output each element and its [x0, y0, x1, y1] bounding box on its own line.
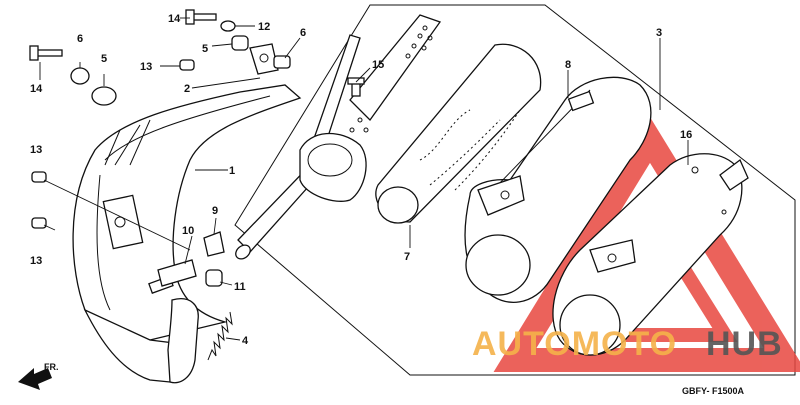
watermark-text-automoto: AUTOMOTO — [472, 325, 677, 363]
perforations — [349, 25, 433, 133]
collar-11 — [205, 269, 223, 287]
collar-6-left — [70, 67, 90, 85]
label-16: 16 — [680, 129, 692, 141]
bracket-2 — [249, 43, 279, 75]
muffler-body — [464, 76, 652, 303]
grommet-5-left — [91, 86, 117, 106]
label-11: 11 — [234, 281, 246, 293]
grommet-5-top — [231, 35, 249, 51]
muffler-outer-shell — [552, 153, 749, 356]
washer-12 — [220, 20, 236, 32]
hardware — [29, 9, 291, 361]
bolt-13-bottom — [31, 217, 47, 229]
spring-4 — [207, 311, 233, 361]
front-marker-text: FR. — [44, 362, 59, 372]
label-6-right: 6 — [300, 27, 306, 39]
bolt-13-top — [179, 59, 195, 71]
muffler-group-outline — [234, 4, 796, 376]
bracket-9 — [203, 231, 225, 257]
watermark-text-hub: HUB — [706, 325, 783, 363]
front-direction-arrow — [18, 368, 52, 390]
label-4: 4 — [242, 335, 249, 347]
label-9: 9 — [212, 205, 218, 217]
label-1: 1 — [229, 165, 235, 177]
part-labels: 14 12 5 6 13 2 6 5 14 1 15 7 8 3 16 13 1… — [30, 13, 692, 347]
muffler-packing — [375, 43, 542, 224]
label-7: 7 — [404, 251, 410, 263]
bolt-14-left — [35, 49, 63, 57]
label-3: 3 — [656, 27, 662, 39]
expansion-chamber — [72, 84, 302, 384]
muffler-core — [299, 14, 442, 202]
label-15: 15 — [372, 59, 384, 71]
label-6-left: 6 — [77, 33, 83, 45]
bracket-10 — [157, 259, 197, 287]
label-13-mid: 13 — [30, 144, 42, 156]
label-13-top: 13 — [140, 61, 152, 73]
drawing-code: GBFY- F1500A — [682, 386, 745, 396]
label-5-left: 5 — [101, 53, 107, 65]
label-14-left: 14 — [30, 83, 43, 95]
label-13-bottom: 13 — [30, 255, 42, 267]
label-8: 8 — [565, 59, 571, 71]
leader-lines — [39, 17, 689, 341]
label-12: 12 — [258, 21, 270, 33]
label-10: 10 — [182, 225, 194, 237]
label-14-top: 14 — [168, 13, 181, 25]
collar-6-right — [273, 55, 291, 69]
label-5-top: 5 — [202, 43, 208, 55]
bolt-13-mid — [31, 171, 47, 183]
label-2: 2 — [184, 83, 190, 95]
